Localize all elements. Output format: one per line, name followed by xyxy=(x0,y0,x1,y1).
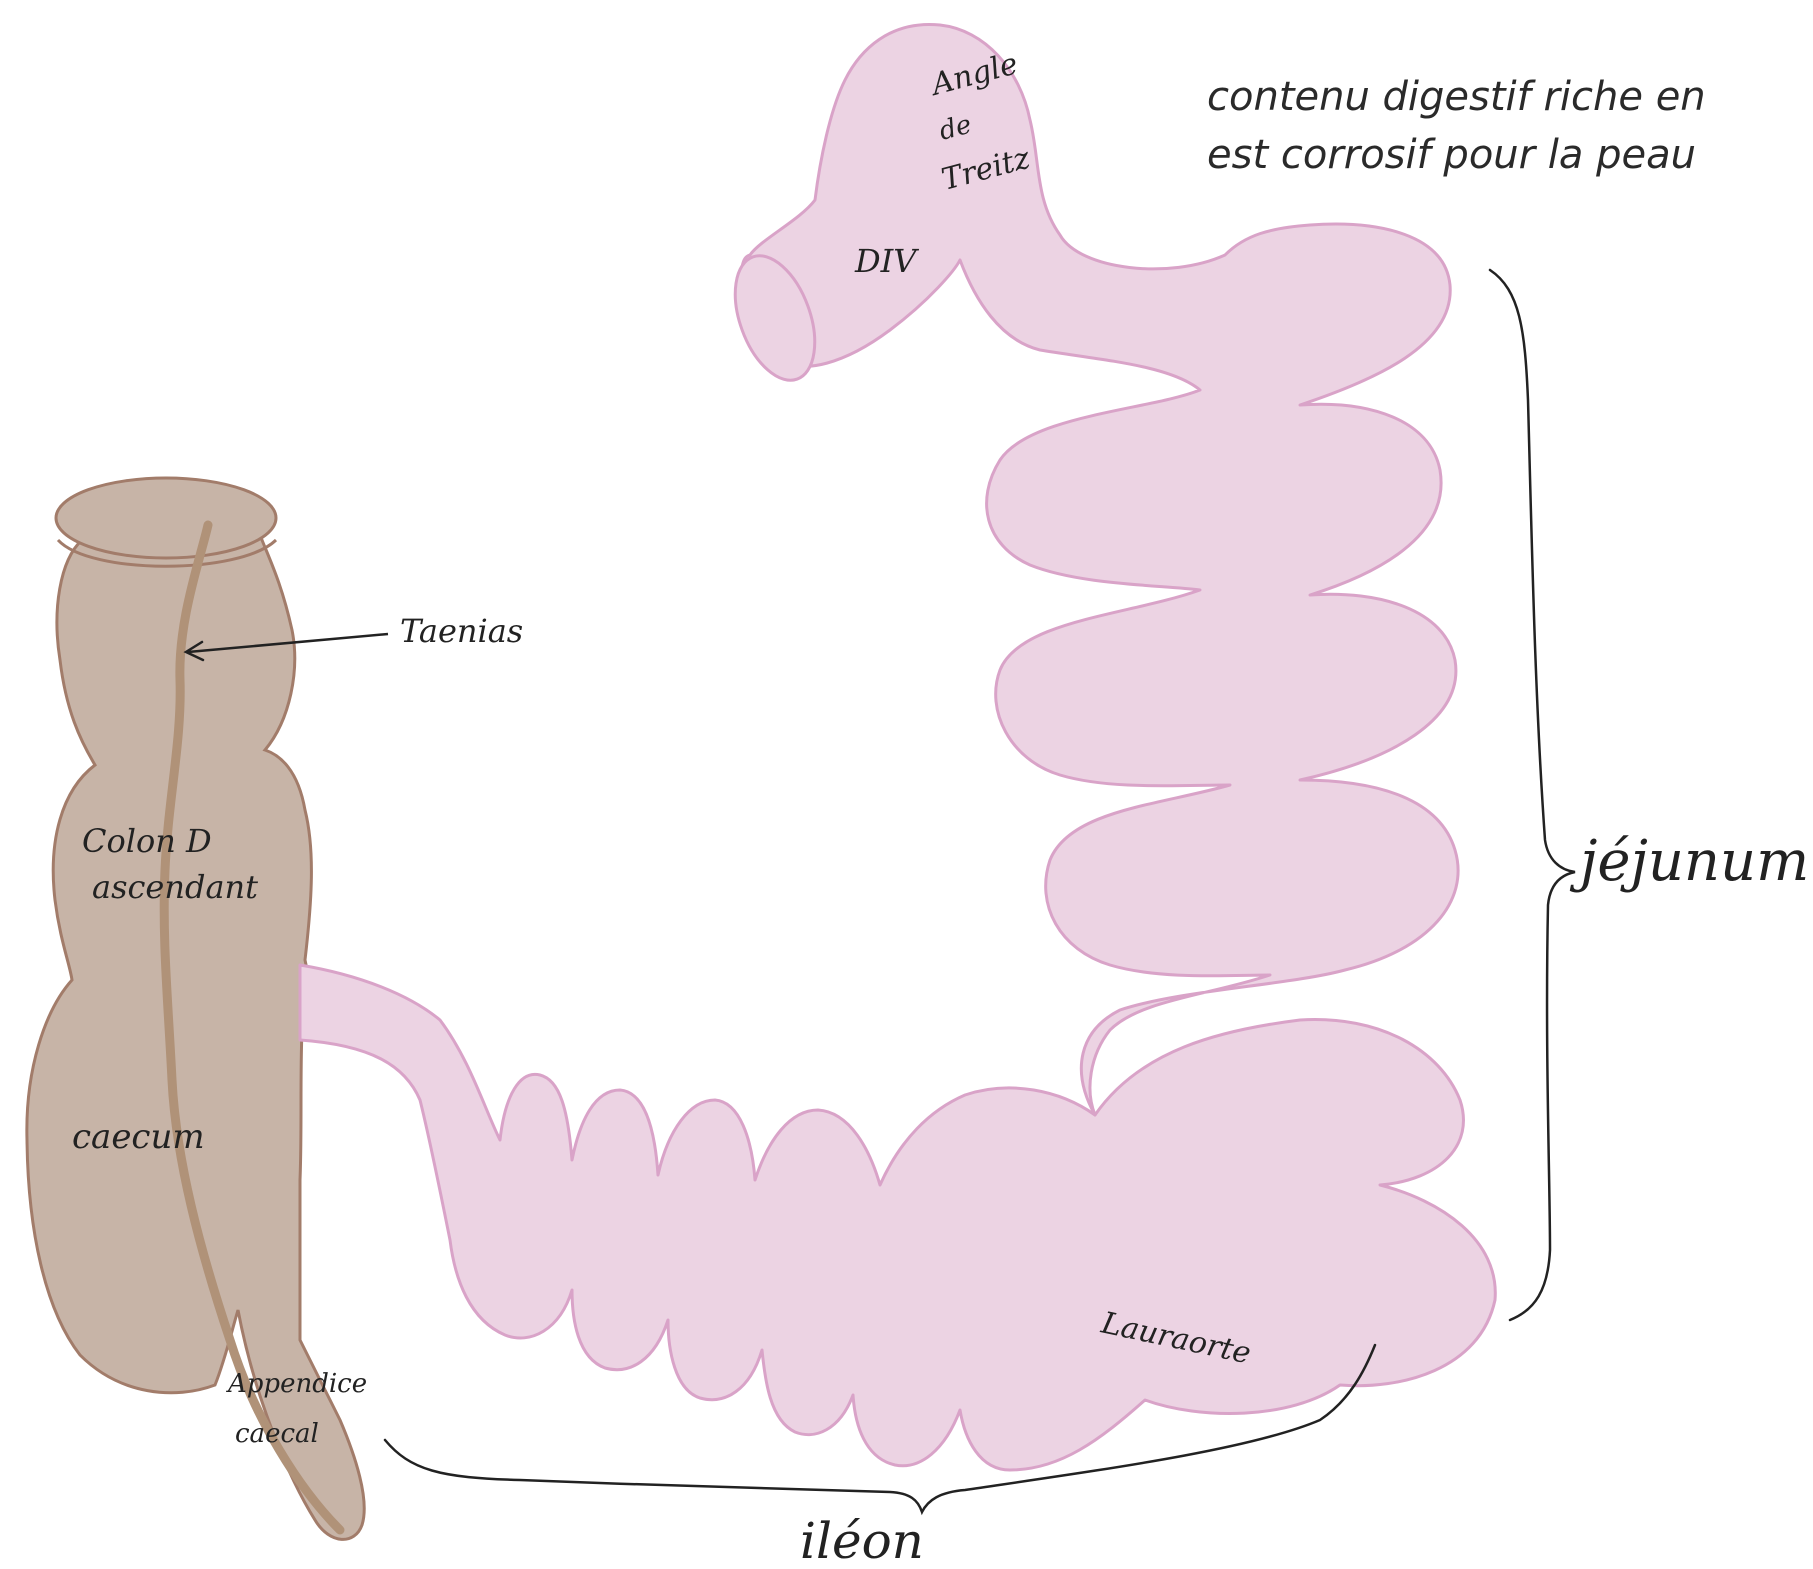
jejunum-brace xyxy=(1490,270,1575,1320)
jejunum-shape xyxy=(742,24,1458,1115)
note-line-1: contenu digestif riche en xyxy=(1207,74,1706,120)
label-colon-line1: Colon D xyxy=(82,822,212,860)
label-jejunum: jéjunum xyxy=(1569,829,1809,894)
note-line-2: est corrosif pour la peau xyxy=(1207,132,1696,178)
label-d4: DIV xyxy=(854,242,919,280)
colon-top-opening xyxy=(56,478,276,558)
label-ileon: iléon xyxy=(800,1512,924,1569)
label-colon-line2: ascendant xyxy=(92,868,258,906)
label-appendice-line1: Appendice xyxy=(226,1369,367,1399)
label-taenias: Taenias xyxy=(400,612,523,650)
label-caecum: caecum xyxy=(72,1117,205,1157)
small-intestine-shape xyxy=(300,965,1495,1470)
label-appendice-line2: caecal xyxy=(235,1419,319,1449)
